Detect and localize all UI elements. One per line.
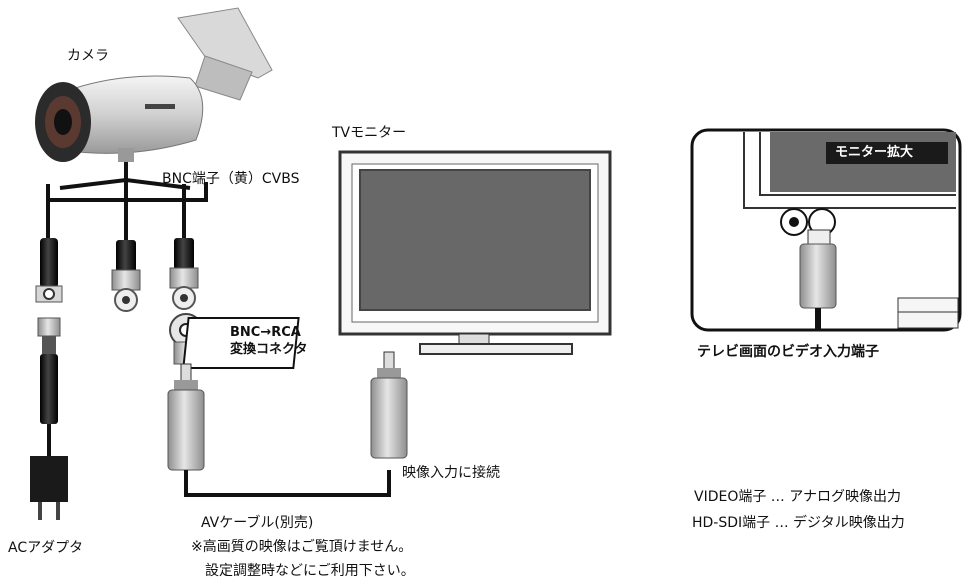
tv-monitor-label: TVモニター <box>332 125 407 141</box>
dc-power-connector <box>35 238 63 456</box>
camera-label: カメラ <box>67 48 109 64</box>
bnc-connector-middle <box>111 240 141 312</box>
connect-to-video-input-label: 映像入力に接続 <box>402 465 500 481</box>
note-line-1: ※高画質の映像はご覧頂けません。 <box>191 539 413 555</box>
converter-callout: BNC→RCA 変換コネクタ <box>230 324 334 358</box>
camera-illustration <box>35 7 273 162</box>
converter-label-line1: BNC→RCA <box>230 325 301 340</box>
converter-label-line2: 変換コネクタ <box>230 342 308 357</box>
bnc-connector-cvbs <box>169 238 199 310</box>
ac-adapter-label: ACアダプタ <box>8 540 84 556</box>
bnc-terminal-label: BNC端子（黄）CVBS <box>162 171 300 187</box>
monitor-zoom-badge: モニター拡大 <box>835 145 914 160</box>
rca-plug-left <box>167 363 391 497</box>
bnc-rca-converter <box>169 313 300 369</box>
ac-adapter <box>30 456 68 520</box>
tv-input-terminal-caption: テレビ画面のビデオ入力端子 <box>697 344 879 360</box>
note-line-2: 設定調整時などにご利用下さい。 <box>205 563 415 579</box>
camera-cable-harness <box>46 162 208 240</box>
hdsdi-terminal-description: HD-SDI端子 … デジタル映像出力 <box>692 515 905 531</box>
rca-plug-right <box>370 351 408 459</box>
tv-monitor <box>338 150 612 355</box>
video-terminal-description: VIDEO端子 … アナログ映像出力 <box>694 489 901 505</box>
av-cable-label: AVケーブル(別売) <box>201 515 314 531</box>
monitor-zoom-inset <box>690 128 962 332</box>
